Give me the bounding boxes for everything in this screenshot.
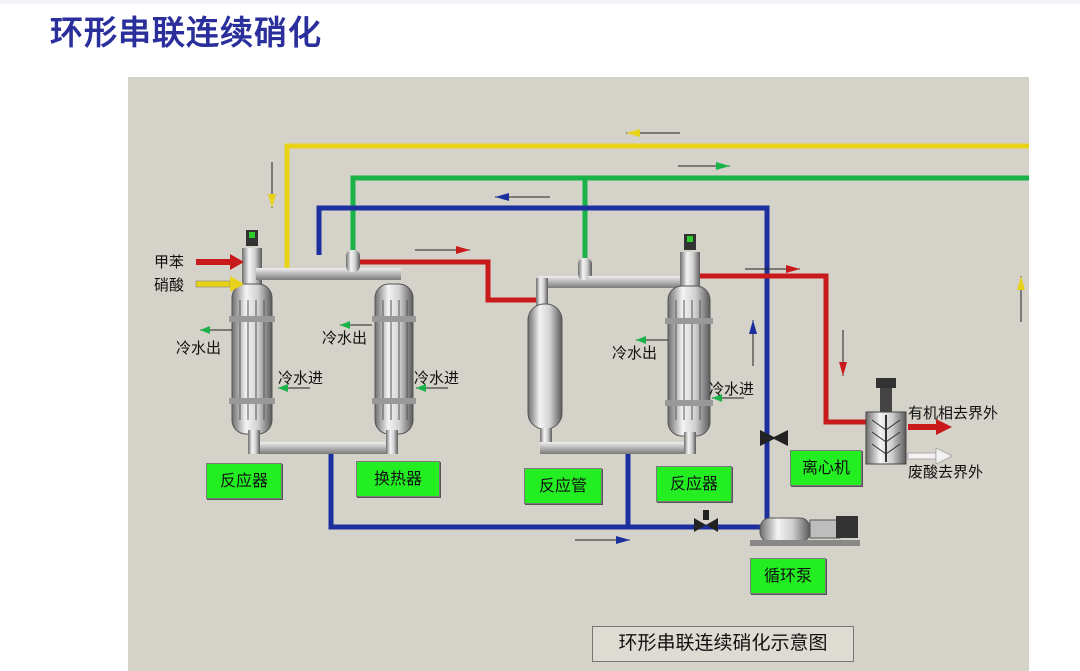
reactor-1	[229, 248, 275, 435]
slide-title: 环形串联连续硝化	[50, 13, 322, 52]
cooling-water-out-label-3: 冷水出	[612, 344, 658, 362]
feed-arrows	[195, 254, 953, 465]
reactor-2-label: 反应器	[656, 466, 732, 502]
diagram-caption: 环形串联连续硝化示意图	[592, 626, 854, 662]
yellow-line	[284, 143, 1029, 268]
flow-arrows	[268, 129, 1025, 544]
nitric-acid-label: 硝酸	[154, 276, 185, 294]
centrifuge	[865, 378, 907, 465]
pump	[750, 516, 860, 546]
toluene-label: 甲苯	[154, 253, 185, 271]
tube-reactor-label: 反应管	[524, 468, 602, 504]
cooling-water-out-label-2: 冷水出	[322, 329, 368, 347]
waste-acid-out-label: 废酸去界外	[908, 463, 984, 481]
gray-pipes-1	[248, 250, 401, 454]
cooling-water-in-label-3: 冷水进	[709, 380, 755, 398]
cooling-water-arrows	[200, 321, 744, 402]
reactor-1-label: 反应器	[206, 463, 282, 499]
tube-reactor	[527, 258, 690, 454]
agitator-icon	[246, 230, 696, 250]
pump-label: 循环泵	[750, 558, 826, 594]
centrifuge-label: 离心机	[790, 450, 862, 486]
blue-line	[316, 205, 770, 530]
reactor-2	[665, 252, 713, 454]
cooling-water-out-label-1: 冷水出	[176, 339, 222, 357]
heat-exchanger	[372, 283, 416, 435]
heat-exchanger-label: 换热器	[356, 461, 440, 497]
valve-icon	[694, 430, 788, 532]
top-band	[0, 0, 1080, 4]
organic-phase-out-label: 有机相去界外	[908, 404, 999, 422]
red-line	[360, 259, 866, 425]
cooling-water-in-label-2: 冷水进	[414, 369, 460, 387]
cooling-water-in-label-1: 冷水进	[278, 369, 324, 387]
green-line	[350, 175, 1029, 258]
